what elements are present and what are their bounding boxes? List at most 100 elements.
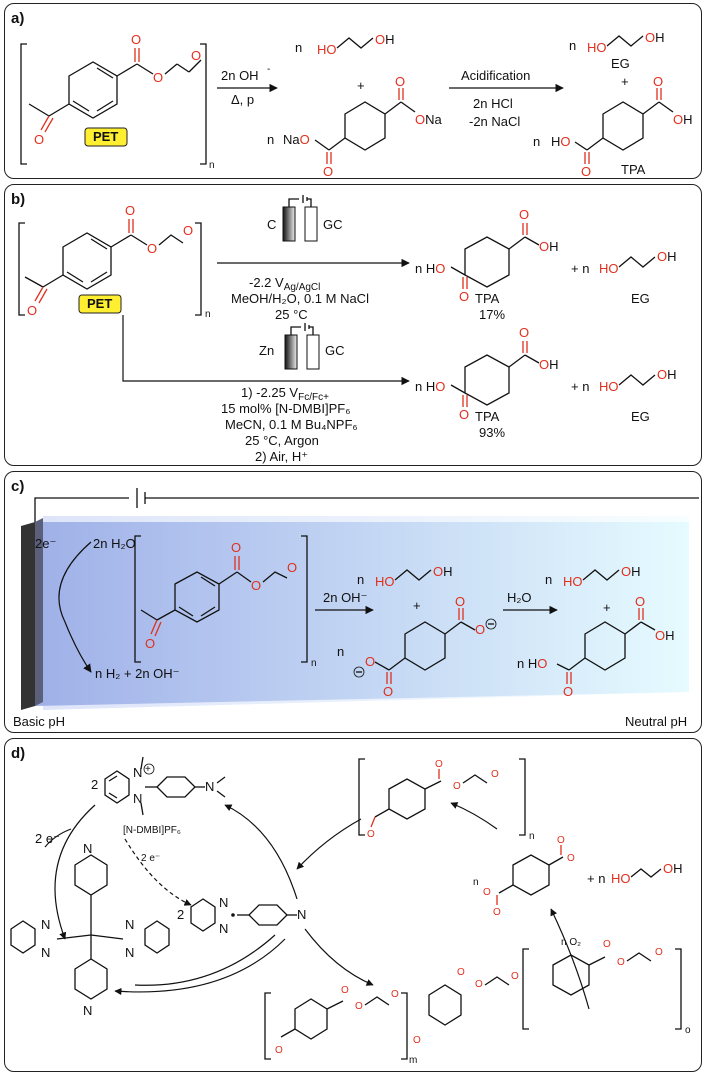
svg-text:O: O (655, 947, 663, 958)
svg-text:+: + (621, 74, 629, 89)
svg-text:HO: HO (551, 134, 571, 149)
svg-text:MeCN, 0.1 M Bu₄NPF₆: MeCN, 0.1 M Bu₄NPF₆ (225, 417, 358, 432)
svg-text:O: O (475, 979, 483, 990)
svg-text:+: + (145, 764, 151, 775)
atom-o-a1: O (34, 132, 44, 147)
svg-text:2n HCl: 2n HCl (473, 96, 513, 111)
svg-text:-2n NaCl: -2n NaCl (469, 114, 520, 129)
svg-text:TPA: TPA (475, 409, 500, 424)
scheme-a: O O O O n PET 2n OH - Δ, p n HO OH + O O… (20, 30, 693, 179)
svg-text:25 °C: 25 °C (275, 307, 308, 322)
svg-text:2: 2 (91, 777, 98, 792)
svg-text:O: O (453, 781, 461, 792)
svg-text:HO: HO (611, 871, 631, 886)
svg-text:+ n: + n (571, 261, 589, 276)
svg-text:2n OH⁻: 2n OH⁻ (323, 590, 367, 605)
h2-label: n H₂ + 2n OH⁻ (95, 666, 180, 681)
svg-text:O: O (459, 407, 469, 422)
panel-c: c) 2e⁻ 2n H₂O n H₂ + 2n OH⁻ Basic pH (4, 471, 702, 733)
svg-text:N: N (297, 907, 306, 922)
copolymer-bottom: O O O O m O O O O O O O o (264, 939, 691, 1066)
panel-d: d) 2 N N + N [N-DMBI]PF₆ 2 e⁻ 2 (4, 738, 702, 1072)
svg-text:2 e⁻: 2 e⁻ (35, 831, 60, 846)
svg-text:n: n (529, 831, 535, 842)
svg-text:O: O (365, 654, 375, 669)
ndmbi-radical: N N N (190, 895, 306, 936)
svg-text:O: O (491, 769, 499, 780)
svg-text:O: O (153, 70, 163, 85)
svg-text:O: O (519, 325, 529, 340)
svg-text:MeOH/H₂O, 0.1 M NaCl: MeOH/H₂O, 0.1 M NaCl (231, 291, 369, 306)
svg-text:n HO: n HO (517, 656, 547, 671)
svg-text:n O₂: n O₂ (561, 937, 581, 948)
bracket-right-a (200, 43, 207, 165)
ndmbi-cation: N N + N (104, 756, 226, 816)
svg-text:O: O (251, 578, 261, 593)
svg-text:OH: OH (539, 357, 559, 372)
yield-93: 93% (479, 425, 505, 440)
svg-text:O: O (557, 835, 565, 846)
svg-text:O: O (145, 636, 155, 651)
svg-text:n: n (311, 658, 317, 669)
svg-text:N: N (133, 791, 142, 806)
svg-text:N: N (83, 841, 92, 856)
svg-text:N: N (219, 921, 228, 936)
svg-text:HO: HO (317, 42, 337, 57)
svg-text:2 e⁻: 2 e⁻ (141, 853, 160, 864)
svg-text:GC: GC (323, 217, 343, 232)
svg-text:O: O (483, 887, 491, 898)
svg-text:OH: OH (673, 112, 693, 127)
svg-text:HO: HO (375, 574, 395, 589)
panel-label-c: c) (11, 478, 25, 495)
conditions-a: Δ, p (231, 92, 254, 107)
svg-text:O: O (125, 203, 135, 218)
svg-text:O: O (493, 907, 501, 918)
benzene-ring-a (68, 61, 118, 119)
benzene-ring-a2 (344, 101, 386, 151)
panel-a: a) O O O O n PET 2n OH - Δ, p (4, 3, 702, 179)
svg-text:O: O (653, 74, 663, 89)
eg-label-a: EG (611, 56, 630, 71)
svg-text:ONa: ONa (415, 112, 443, 127)
svg-text:O: O (563, 684, 573, 699)
svg-text:GC: GC (325, 343, 345, 358)
svg-text:H₂O: H₂O (507, 590, 532, 605)
tpa-product-b2: n HO O O OH TPA 93% (415, 325, 559, 440)
svg-text:O: O (147, 241, 157, 256)
electrode-c-icon (282, 206, 296, 242)
svg-text:O: O (581, 164, 591, 179)
svg-text:n: n (337, 644, 344, 659)
pet-badge-a (84, 127, 128, 147)
svg-text:O: O (383, 684, 393, 699)
svg-text:n: n (533, 134, 540, 149)
svg-text:HO: HO (599, 379, 619, 394)
svg-text:+: + (357, 78, 365, 93)
svg-text:25 °C, Argon: 25 °C, Argon (245, 433, 319, 448)
svg-text:EG: EG (631, 291, 650, 306)
svg-text:HO: HO (599, 261, 619, 276)
svg-text:OH: OH (655, 628, 675, 643)
svg-text:O: O (567, 853, 575, 864)
svg-text:O: O (459, 289, 469, 304)
electrons-label: 2e⁻ (35, 536, 56, 551)
svg-text:TPA: TPA (475, 291, 500, 306)
svg-text:OH: OH (433, 564, 453, 579)
svg-text:-2.2 VAg/AgCl: -2.2 VAg/AgCl (249, 275, 320, 293)
svg-text:O: O (511, 971, 519, 982)
svg-text:n: n (205, 309, 211, 320)
ndmbi-dimer: N N N N N N (10, 841, 170, 1018)
svg-text:HO: HO (587, 40, 607, 55)
benzene-ring-b (62, 232, 112, 290)
electrode-zn: Zn (259, 343, 274, 358)
svg-text:HO: HO (563, 574, 583, 589)
svg-text:n: n (473, 877, 479, 888)
svg-text:O: O (395, 74, 405, 89)
terephthalate-cycle: n O O O O (473, 835, 575, 918)
svg-text:O: O (183, 223, 193, 238)
pet-cycle-top: O O O O n (358, 758, 535, 842)
svg-text:O: O (131, 32, 141, 47)
svg-text:15 mol% [N-DMBI]PF₆: 15 mol% [N-DMBI]PF₆ (221, 401, 351, 416)
water-label: 2n H₂O (93, 536, 136, 551)
svg-text:O: O (603, 939, 611, 950)
svg-text:o: o (685, 1025, 691, 1036)
